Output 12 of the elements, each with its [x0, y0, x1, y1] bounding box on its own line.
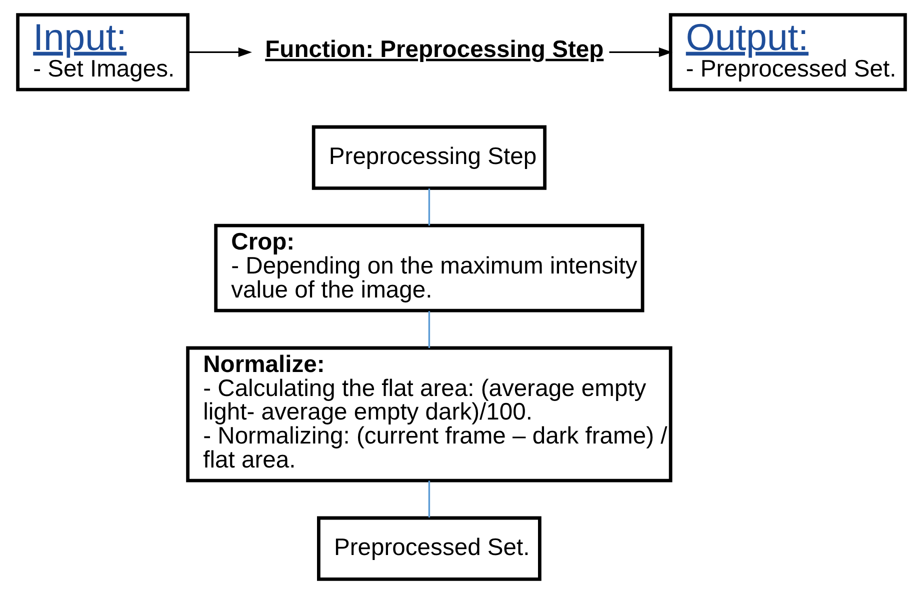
connector [428, 480, 430, 518]
connector [428, 188, 430, 226]
node-box: Output: - Preprocessed Set. [668, 13, 907, 92]
node-box: Preprocessing Step [312, 125, 546, 190]
connector [428, 311, 430, 348]
node-box: Normalize: - Calculating the flat area: (average empty light- average empty dark)/100. - Normalizing: (current frame – dark frame) / flat area. [186, 346, 672, 482]
arrow [188, 47, 252, 57]
node-box: Crop: - Depending on the maximum intensity value of the image. [214, 224, 644, 312]
node-box: Input: - Set Images. [16, 13, 190, 92]
arrow [609, 47, 673, 57]
node-box: Preprocessed Set. [317, 516, 542, 581]
node-text: Function: Preprocessing Step [265, 36, 604, 63]
